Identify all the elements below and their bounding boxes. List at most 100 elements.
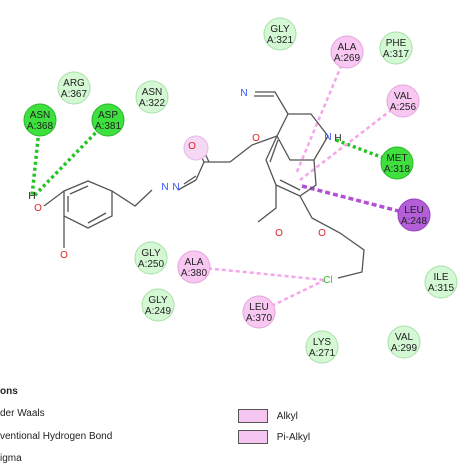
- bond-17: [255, 91, 289, 115]
- alkyl-line-ala380: [193, 265, 326, 282]
- residue-circle-asp-381: [91, 103, 125, 137]
- bond-6: [111, 189, 153, 207]
- atom-ring-nh-h: H: [334, 133, 341, 144]
- residue-number-leu-248: A:248: [401, 216, 428, 227]
- residue-number-ile-315: A:315: [428, 283, 455, 294]
- residue-number-val-299: A:299: [391, 343, 418, 354]
- legend-label-vdw: der Waals: [0, 408, 45, 419]
- alkyl-line-leu370: [258, 278, 326, 314]
- legend-item-vdw: der Waals: [0, 408, 45, 419]
- legend-item-pi-alkyl: Pi-Alkyl: [238, 430, 310, 444]
- residue-number-arg-367: A:367: [61, 89, 88, 100]
- legend-label-hbond: ventional Hydrogen Bond: [0, 431, 113, 442]
- residue-name-asn-322: ASN: [142, 87, 163, 98]
- residue-name-lys-271: LYS: [313, 337, 331, 348]
- residue-number-asn-368: A:368: [27, 121, 54, 132]
- residue-number-phe-317: A:317: [383, 49, 410, 60]
- residue-name-asp-381: ASP: [98, 110, 118, 121]
- bond-19: [257, 185, 277, 223]
- residue-name-ile-315: ILE: [433, 272, 448, 283]
- residue-name-val-256: VAL: [394, 91, 413, 102]
- residue-circle-ala-380: [177, 250, 211, 284]
- bond-2: [87, 212, 107, 224]
- residue-circle-gly-249: [141, 288, 175, 322]
- bond-12: [251, 135, 278, 146]
- ligand-bonds: [43, 91, 365, 279]
- atom-phenol-o: O: [34, 203, 42, 214]
- residue-name-gly-250: GLY: [141, 248, 161, 259]
- residue-number-leu-370: A:370: [246, 313, 273, 324]
- residue-name-val-299: VAL: [395, 332, 414, 343]
- atom-azo-n2: N: [172, 182, 179, 193]
- residue-circle-val-256: [386, 84, 420, 118]
- residue-circle-leu-248: [397, 198, 431, 232]
- legend-item-pisigma: igma: [0, 453, 22, 464]
- residue-name-leu-248: LEU: [404, 205, 423, 216]
- residue-name-arg-367: ARG: [63, 78, 85, 89]
- atom-ring-nh-n: N: [324, 132, 331, 143]
- legend-label-alkyl: Alkyl: [276, 410, 298, 422]
- legend-swatch-pi-alkyl: [238, 430, 268, 444]
- bond-14: [265, 135, 317, 197]
- bond-15: [279, 179, 301, 191]
- residue-circle-asn-322: [135, 80, 169, 114]
- legend-label-pisigma: igma: [0, 453, 22, 464]
- bond-1: [69, 185, 89, 195]
- residue-circle-leu-370: [242, 295, 276, 329]
- residue-name-asn-368: ASN: [30, 110, 51, 121]
- residue-circle-gly-250: [134, 241, 168, 275]
- residue-name-ala-380: ALA: [185, 257, 204, 268]
- residue-circle-lys-271: [305, 330, 339, 364]
- residue-circle-met-318: [380, 146, 414, 180]
- atom-phenol-h: H: [28, 191, 35, 202]
- legend-heading: ons: [0, 386, 18, 397]
- residue-circle-asn-368: [23, 103, 57, 137]
- residue-number-ala-380: A:380: [181, 268, 208, 279]
- residue-number-ala-269: A:269: [334, 53, 361, 64]
- bond-16: [269, 139, 279, 163]
- residue-circle-gly-321: [263, 17, 297, 51]
- bond-8: [183, 175, 197, 185]
- residue-name-phe-317: PHE: [386, 38, 407, 49]
- residue-number-gly-250: A:250: [138, 259, 165, 270]
- atom-carbonyl-o: O: [188, 141, 196, 152]
- residue-circle-phe-317: [379, 31, 413, 65]
- residue-circle-ile-315: [424, 265, 458, 299]
- alkyl-line-val256: [299, 100, 404, 181]
- residue-number-lys-271: A:271: [309, 348, 336, 359]
- residue-circle-ala-269: [330, 35, 364, 69]
- legend-item-hbond: ventional Hydrogen Bond: [0, 431, 112, 442]
- residue-number-gly-321: A:321: [267, 35, 294, 46]
- bond-7: [177, 179, 197, 191]
- carbonyl-highlight: [183, 135, 209, 161]
- legend-swatch-alkyl: [238, 409, 268, 423]
- pisigma-line-leu248: [301, 184, 415, 217]
- bond-5: [43, 190, 65, 207]
- residue-number-asp-381: A:381: [95, 121, 122, 132]
- atom-ether-o1: O: [252, 133, 260, 144]
- atom-methoxy-o: O: [60, 250, 68, 261]
- residue-circle-val-299: [387, 325, 421, 359]
- residue-name-ala-269: ALA: [338, 42, 357, 53]
- atom-ring-o: O: [318, 228, 326, 239]
- bond-20: [299, 195, 365, 279]
- atom-chloro: Cl: [323, 275, 332, 286]
